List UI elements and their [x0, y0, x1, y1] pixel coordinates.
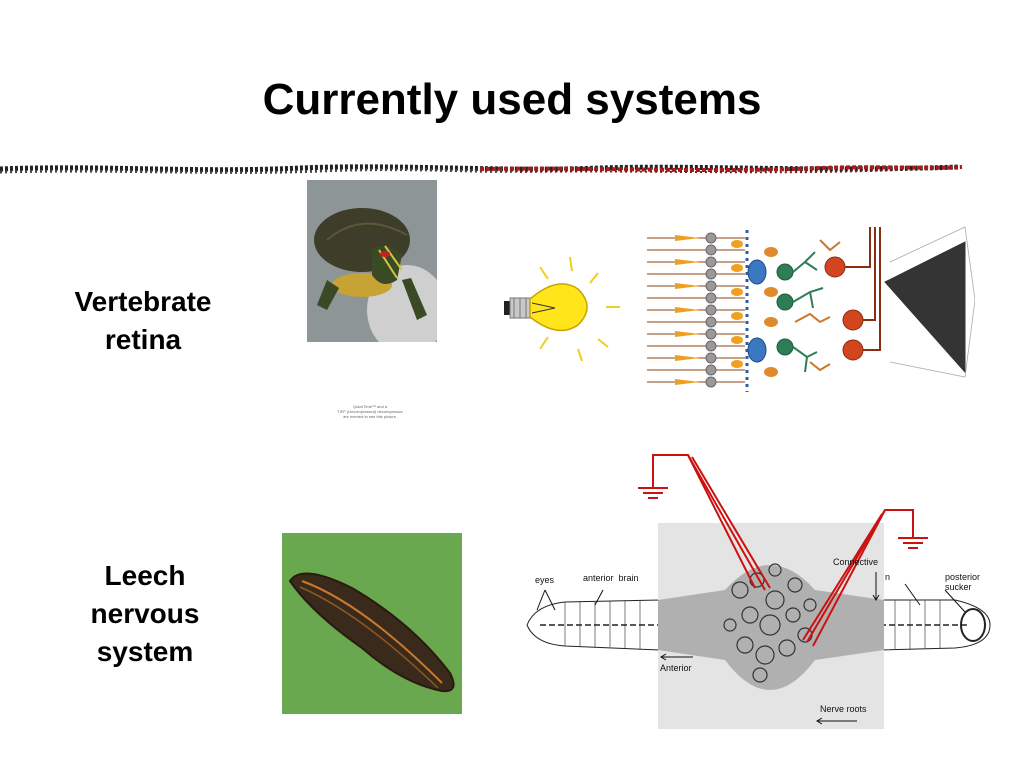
- leech-diagram-graphic: [526, 454, 991, 729]
- quicktime-line: QuickTime™ and a: [352, 404, 388, 409]
- row-label-line: nervous: [90, 598, 200, 629]
- row-label-line: Vertebrate: [74, 286, 212, 317]
- turtle-photo: [307, 180, 437, 342]
- retina-diagram: [647, 226, 975, 392]
- slide-title: Currently used systems: [262, 75, 762, 124]
- row-label-leech: Leech nervous system: [50, 557, 240, 671]
- label-line: sucker: [945, 582, 972, 592]
- label-connective: Connective: [833, 557, 879, 567]
- row-label-line: system: [96, 636, 194, 667]
- row-label-line: Leech: [104, 560, 186, 591]
- leech-ganglion-diagram: eyes anterior brain Connective n posteri…: [525, 450, 995, 732]
- row-label-line: retina: [104, 324, 182, 355]
- label-line: posterior: [945, 572, 981, 582]
- quicktime-line: are needed to see this picture.: [343, 414, 397, 419]
- quicktime-line: TIFF (Uncompressed) decompressor: [337, 409, 403, 414]
- label-posterior-sucker: posterior sucker: [945, 572, 980, 592]
- divider-brush-stroke: [0, 164, 963, 174]
- label-nerve-roots: Nerve roots: [820, 704, 867, 714]
- label-anterior-brain: anterior brain: [583, 573, 639, 583]
- row-label-retina: Vertebrate retina: [48, 283, 238, 359]
- label-eyes: eyes: [535, 575, 555, 585]
- quicktime-placeholder: QuickTime™ and a TIFF (Uncompressed) dec…: [330, 404, 410, 419]
- label-anterior: Anterior: [660, 663, 692, 673]
- label-n: n: [885, 572, 891, 582]
- light-bulb-icon: [504, 256, 620, 362]
- leech-photo: [282, 533, 462, 714]
